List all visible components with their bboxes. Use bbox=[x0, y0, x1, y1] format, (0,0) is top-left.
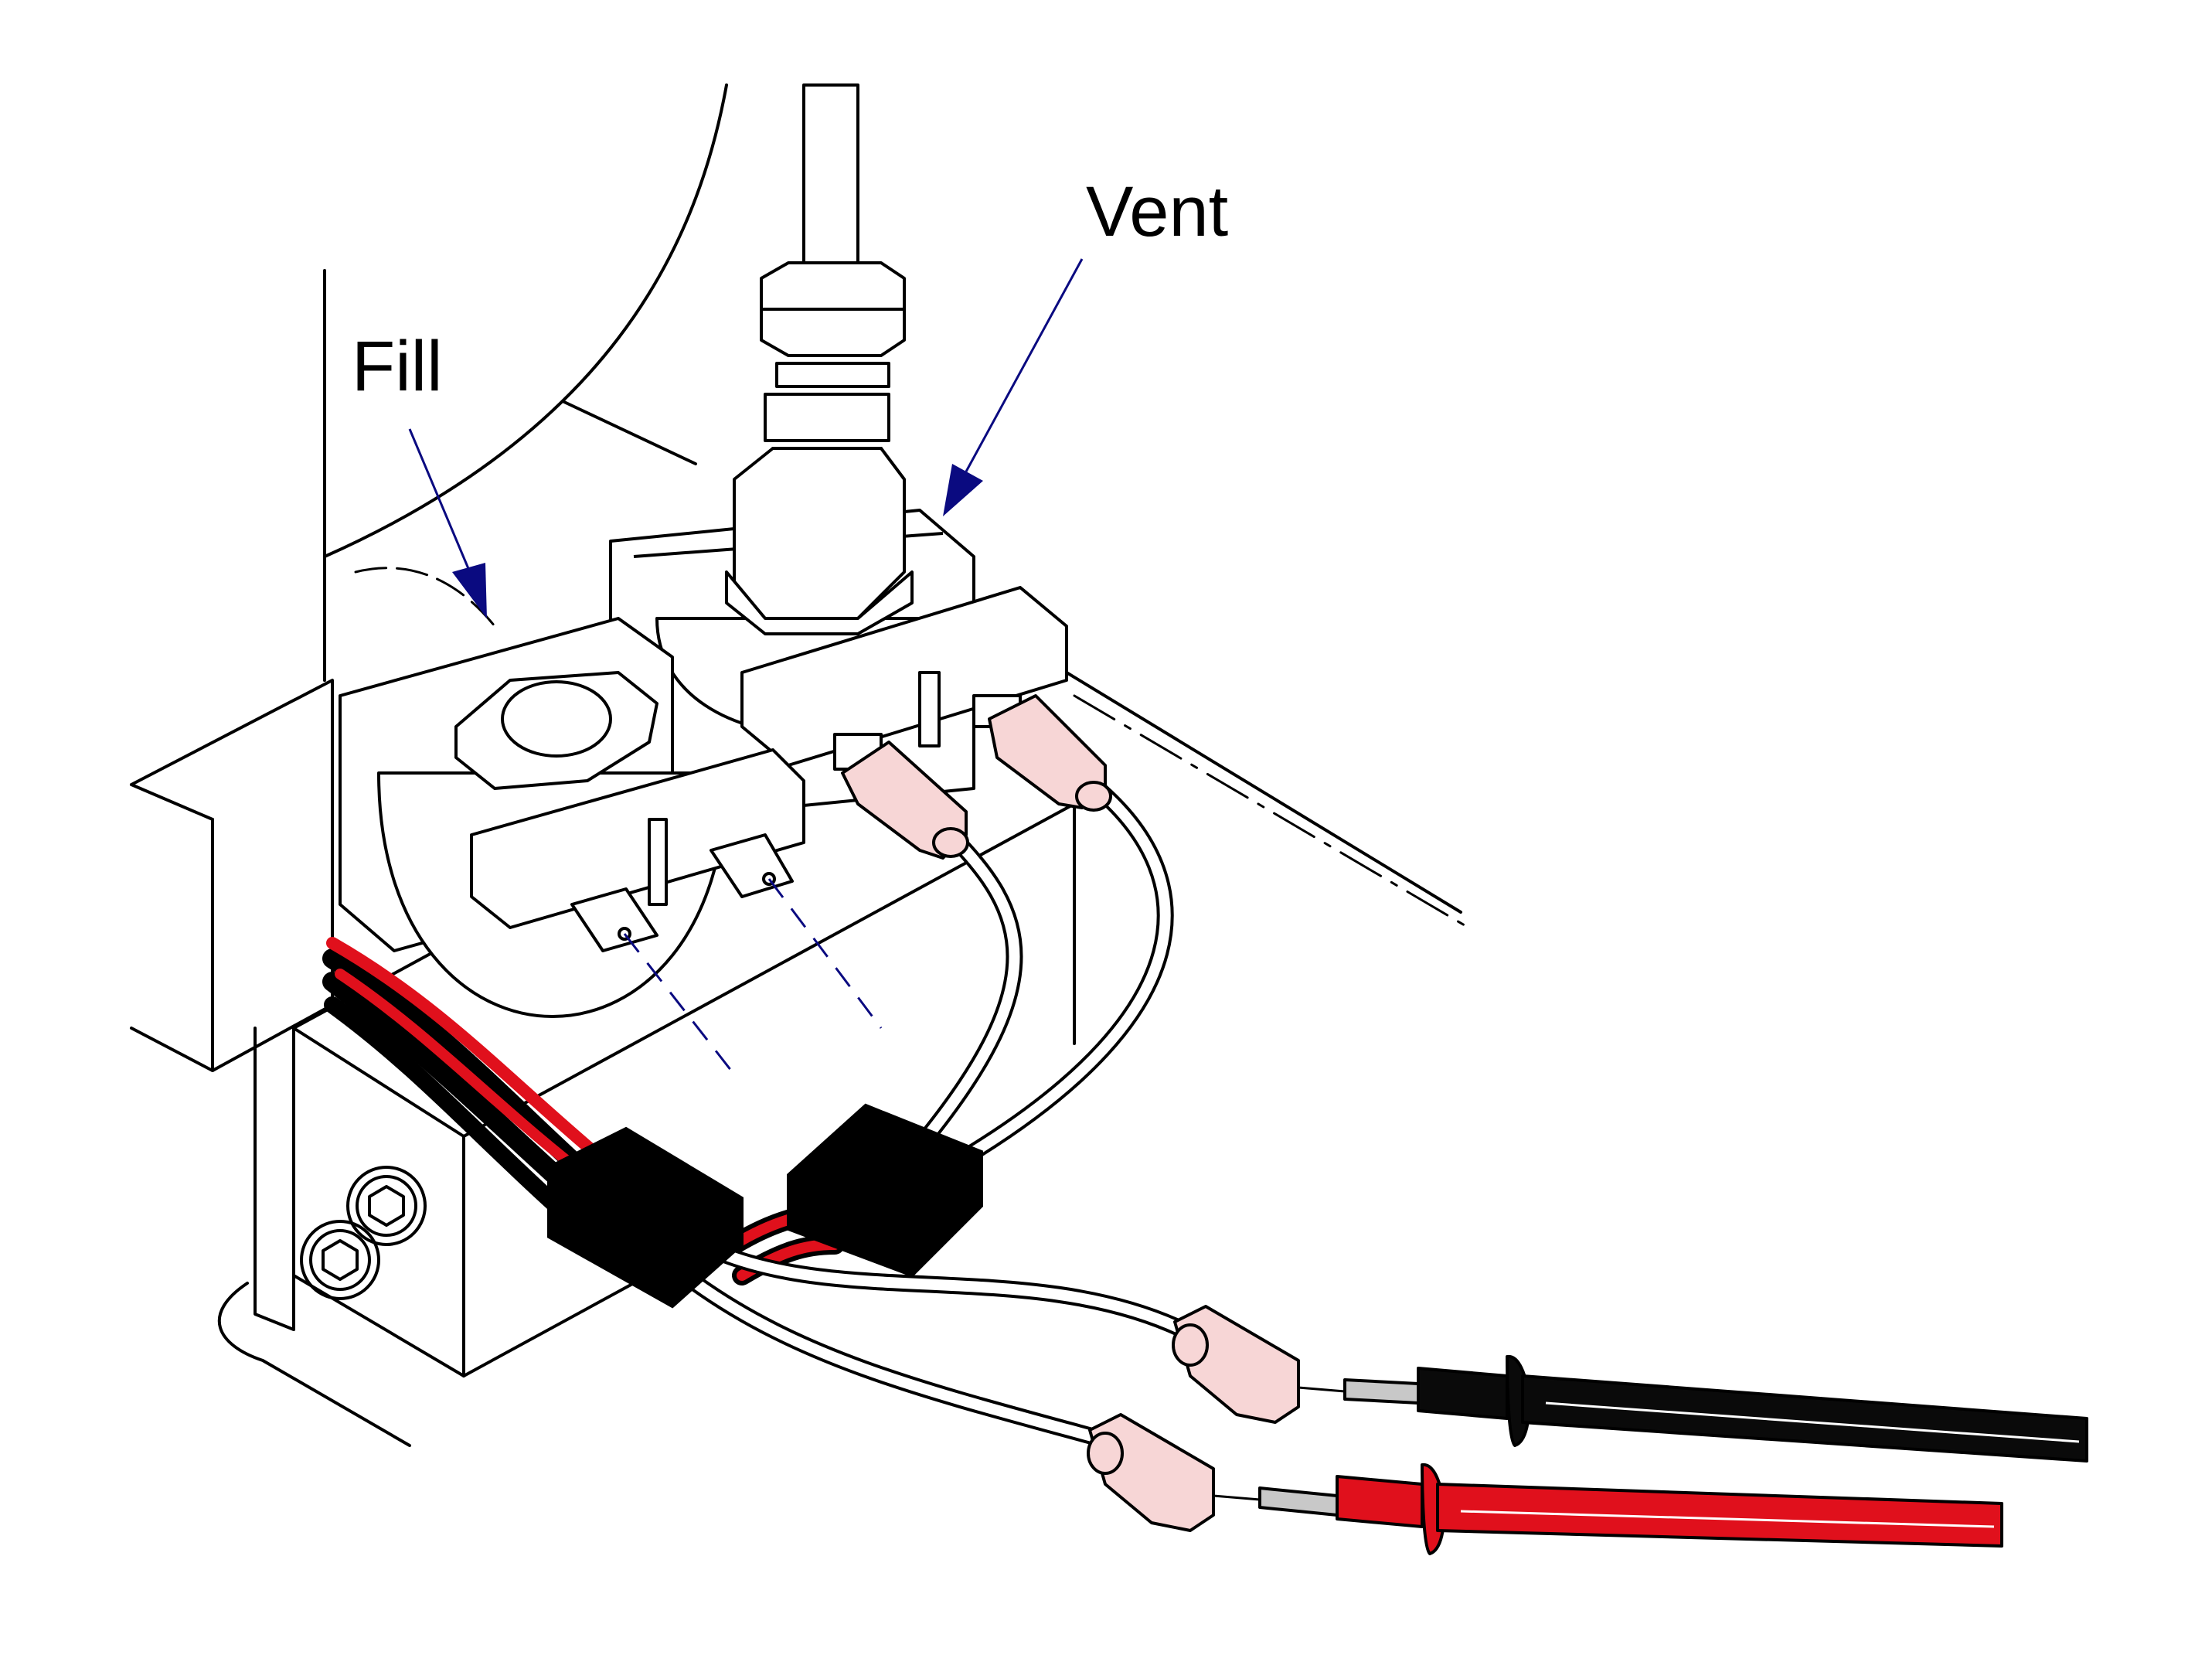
vent-callout-arrow bbox=[965, 258, 1084, 472]
probe-guide-lines bbox=[623, 878, 883, 1075]
vent-label: Vent bbox=[1086, 172, 1228, 251]
fill-arrowhead bbox=[452, 563, 487, 618]
fill-callout-arrow bbox=[408, 428, 473, 577]
connectors bbox=[547, 1103, 983, 1309]
test-terminals bbox=[1087, 1305, 1300, 1532]
vent-valve bbox=[609, 83, 1068, 821]
vent-arrowhead bbox=[943, 464, 983, 516]
black-test-probe bbox=[1298, 1354, 2088, 1463]
fill-callout: Fill bbox=[352, 327, 487, 618]
fill-valve bbox=[339, 617, 805, 1018]
vent-callout: Vent bbox=[943, 172, 1228, 516]
white-leads bbox=[687, 780, 1191, 1446]
fill-label: Fill bbox=[352, 327, 443, 406]
red-test-probe bbox=[1213, 1463, 2003, 1555]
vent-terminals bbox=[841, 694, 1112, 860]
